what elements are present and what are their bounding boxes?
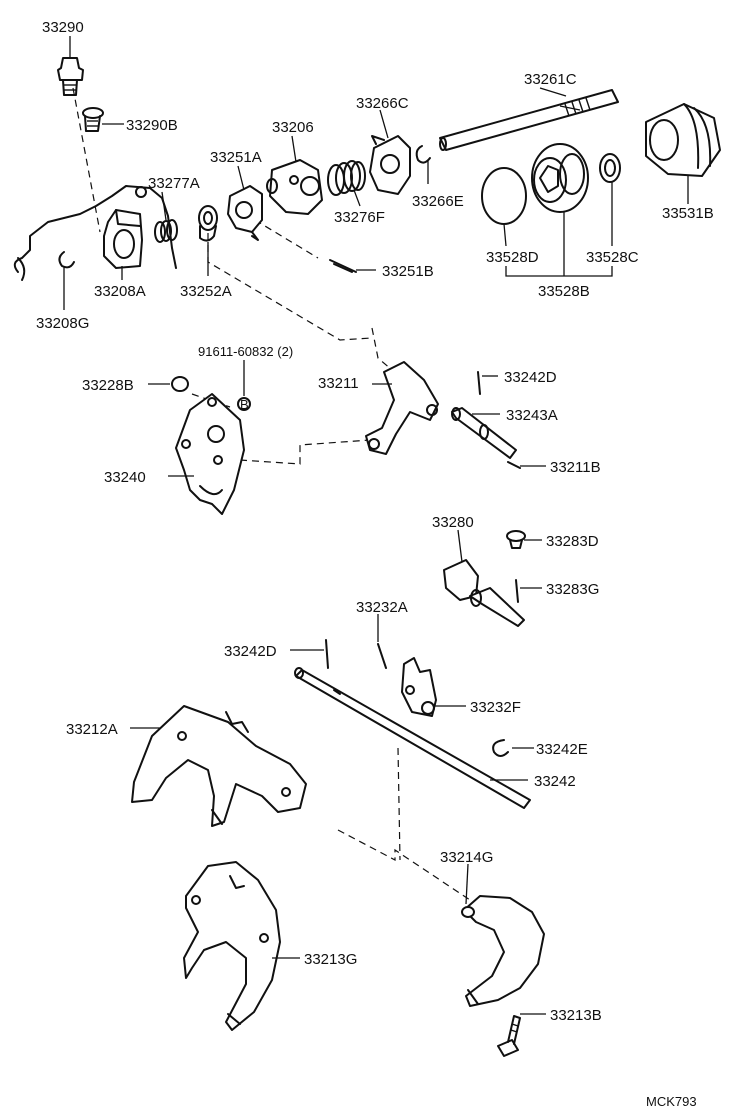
part-33211B-pin <box>507 461 521 469</box>
part-33213G-fork <box>183 861 281 1031</box>
part-33261C-shaft <box>439 89 619 151</box>
label-33277A: 33277A <box>148 175 200 192</box>
part-33240 <box>175 393 245 515</box>
part-33531B-boot <box>645 103 721 177</box>
label-33232F: 33232F <box>470 699 521 716</box>
part-33232A-pin <box>377 643 387 669</box>
label-B: B <box>240 397 249 412</box>
part-labels: 33290 33290B 33277A 33251A 33206 33266C … <box>36 19 714 1109</box>
part-33206 <box>266 159 323 215</box>
label-33208G: 33208G <box>36 315 89 332</box>
label-33213B: 33213B <box>550 1007 602 1024</box>
label-33251B: 33251B <box>382 263 434 280</box>
label-33208A: 33208A <box>94 283 146 300</box>
part-33276F-spring <box>327 160 366 196</box>
part-33277A-spring <box>154 219 178 243</box>
part-33242E-clip <box>492 739 509 757</box>
part-33214G-fork <box>461 895 545 1007</box>
part-33283D-bolt <box>506 530 526 549</box>
part-33252A <box>198 205 218 242</box>
part-33228B-nut <box>171 376 189 392</box>
diagram-code: MCK793 <box>646 1094 697 1109</box>
label-33290: 33290 <box>42 19 84 36</box>
part-housing-outline <box>13 185 177 281</box>
label-33242: 33242 <box>534 773 576 790</box>
label-33211: 33211 <box>318 375 359 392</box>
part-33242D-pin-a <box>477 371 481 395</box>
label-33214G: 33214G <box>440 849 493 866</box>
label-33243A: 33243A <box>506 407 558 424</box>
label-91611-60832: 91611-60832 (2) <box>198 344 293 359</box>
label-33228B: 33228B <box>82 377 134 394</box>
label-33283D: 33283D <box>546 533 599 550</box>
label-33242D-a: 33242D <box>504 369 557 386</box>
part-33242-rod <box>294 667 531 809</box>
label-33242D-b: 33242D <box>224 643 277 660</box>
label-33290B: 33290B <box>126 117 178 134</box>
label-33242E: 33242E <box>536 741 588 758</box>
part-33290-bolt <box>57 57 84 96</box>
part-33266E-clip <box>415 145 431 164</box>
label-33206: 33206 <box>272 119 314 136</box>
part-33528B-gear <box>531 143 589 213</box>
part-33242D-pin-b <box>325 639 329 669</box>
part-33251B-pin <box>329 259 357 273</box>
part-33212A-fork <box>131 705 307 827</box>
part-33243A-shaft <box>451 407 517 459</box>
label-33280: 33280 <box>432 514 474 531</box>
label-33266C: 33266C <box>356 95 409 112</box>
part-33251A <box>227 185 263 241</box>
part-33213B-bolt <box>497 1015 521 1057</box>
label-33276F: 33276F <box>334 209 385 226</box>
part-33266C <box>369 135 411 195</box>
label-33211B: 33211B <box>550 459 601 476</box>
label-33528C: 33528C <box>586 249 639 266</box>
label-33252A: 33252A <box>180 283 232 300</box>
part-33208A <box>103 209 143 269</box>
label-33232A: 33232A <box>356 599 408 616</box>
part-33528D-seal <box>481 167 527 225</box>
label-33266E: 33266E <box>412 193 464 210</box>
part-33208G-clip <box>58 251 75 269</box>
part-33290B-plug <box>82 107 104 132</box>
label-33213G: 33213G <box>304 951 357 968</box>
label-33240: 33240 <box>104 469 146 486</box>
label-33528B: 33528B <box>538 283 590 300</box>
leader-lines <box>63 36 689 1015</box>
label-33283G: 33283G <box>546 581 599 598</box>
part-33211 <box>365 361 439 455</box>
part-33283G-pin <box>515 579 519 603</box>
label-33251A: 33251A <box>210 149 262 166</box>
part-33232F <box>401 657 437 717</box>
label-33528D: 33528D <box>486 249 539 266</box>
part-B-washer <box>237 397 251 411</box>
part-33280 <box>443 559 525 627</box>
label-33212A: 33212A <box>66 721 118 738</box>
label-33531B: 33531B <box>662 205 714 222</box>
part-33528C-washer <box>599 153 621 183</box>
label-33261C: 33261C <box>524 71 577 88</box>
